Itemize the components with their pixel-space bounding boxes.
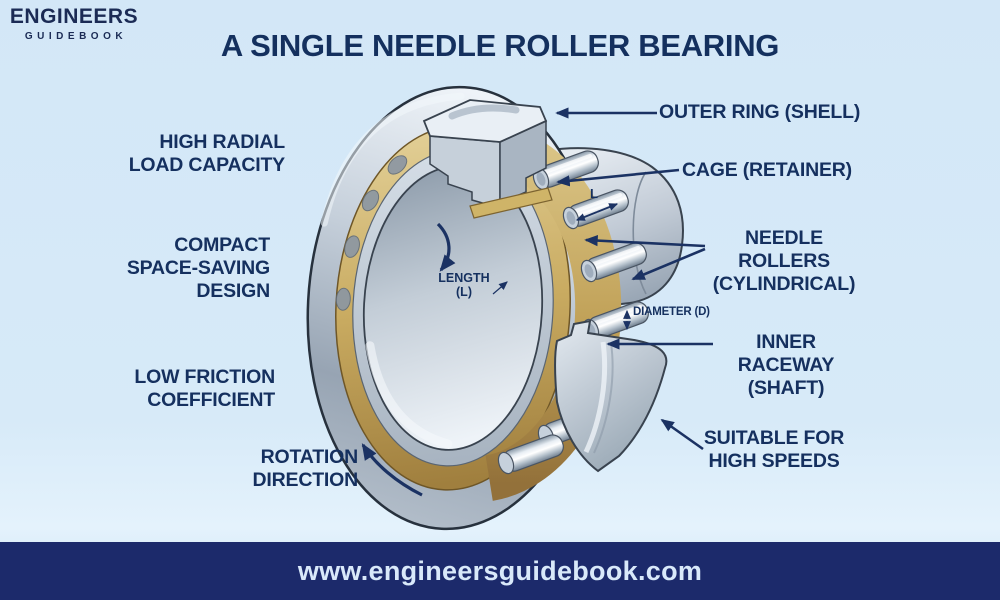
brand-logo: ENGINEERS GUIDEBOOK	[8, 5, 140, 42]
outer-ring-cutaway-section	[422, 99, 548, 209]
cage-rail	[469, 187, 553, 219]
brand-subname: GUIDEBOOK	[24, 31, 128, 42]
brand-name: ENGINEERS	[9, 5, 139, 28]
website-url: www.engineersguidebook.com	[297, 555, 703, 586]
feature-high-radial: HIGH RADIAL LOAD CAPACITY	[128, 131, 285, 176]
inner-raceway-wedge	[554, 319, 668, 473]
callout-cage: CAGE (RETAINER)	[682, 159, 852, 181]
needle-rollers-arrow-1	[584, 234, 706, 248]
needle-rollers-arrow-2	[631, 247, 706, 281]
callout-outer-ring: OUTER RING (SHELL)	[659, 101, 861, 123]
length-leader-line	[492, 281, 508, 295]
callout-suitable-speeds: SUITABLE FOR HIGH SPEEDS	[703, 427, 845, 472]
length-dim-arrow	[596, 203, 619, 213]
cage-arrow	[556, 168, 680, 187]
page-title: A SINGLE NEEDLE ROLLER BEARING	[220, 28, 780, 63]
callout-needle-rollers: NEEDLE ROLLERS (CYLINDRICAL)	[712, 227, 856, 295]
feature-compact-design: COMPACT SPACE-SAVING DESIGN	[126, 234, 270, 302]
rotation-direction-label: ROTATION DIRECTION	[252, 446, 359, 491]
hidden-rollers	[335, 155, 408, 311]
length-dim-arrow	[575, 211, 598, 221]
diameter-dim-label: DIAMETER (D)	[633, 306, 710, 318]
rotation-arrow-outer	[361, 443, 423, 497]
length-short-label: L	[590, 186, 598, 201]
footer-bar: www.engineersguidebook.com	[0, 542, 1000, 600]
rotation-arrow-bore	[436, 222, 456, 272]
length-dim-label: LENGTH (L)	[438, 271, 490, 300]
suitable-arrow	[660, 418, 704, 451]
callout-inner-raceway: INNER RACEWAY (SHAFT)	[737, 331, 835, 399]
feature-low-friction: LOW FRICTION COEFFICIENT	[134, 366, 275, 411]
